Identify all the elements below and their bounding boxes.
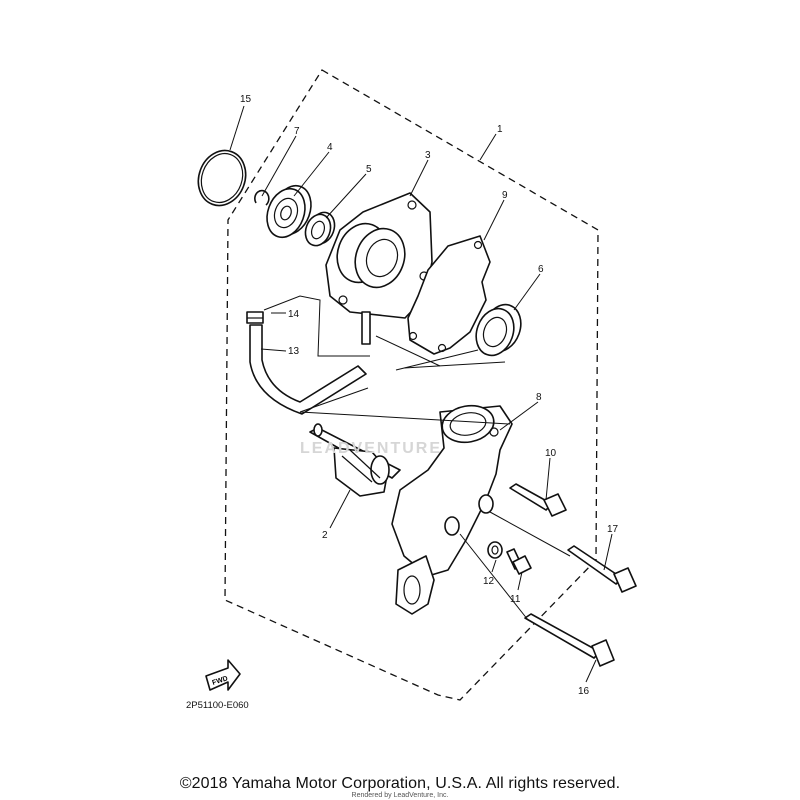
callout-13: 13 bbox=[288, 346, 300, 357]
callout-9: 9 bbox=[502, 190, 508, 201]
render-credit: Rendered by LeadVenture, Inc. bbox=[351, 792, 449, 799]
fwd-label: FWD bbox=[211, 675, 228, 687]
drawing-code: 2P51100-E060 bbox=[186, 700, 249, 711]
callout-16: 16 bbox=[578, 686, 590, 697]
part-2-impeller-shaft[interactable] bbox=[309, 423, 401, 497]
callout-2: 2 bbox=[322, 530, 328, 541]
callout-17: 17 bbox=[607, 524, 619, 535]
callout-11: 11 bbox=[510, 594, 521, 605]
callout-3: 3 bbox=[425, 150, 431, 161]
part-4-bearing[interactable] bbox=[261, 180, 318, 242]
part-9-gasket[interactable] bbox=[407, 235, 491, 355]
callout-15: 15 bbox=[240, 94, 252, 105]
part-7-circlip[interactable] bbox=[254, 189, 270, 206]
part-3-housing-cover[interactable] bbox=[325, 192, 433, 345]
part-5-oil-seal[interactable] bbox=[301, 209, 338, 249]
callout-8: 8 bbox=[536, 392, 542, 403]
part-6-seal[interactable] bbox=[470, 299, 527, 360]
part-11-bolt[interactable] bbox=[506, 548, 532, 575]
callout-10: 10 bbox=[545, 448, 557, 459]
part-16-bolt[interactable] bbox=[524, 613, 615, 667]
part-17-bolt[interactable] bbox=[567, 545, 637, 593]
part-10-bolt[interactable] bbox=[509, 483, 567, 517]
callout-5: 5 bbox=[366, 164, 372, 175]
part-15-o-ring[interactable] bbox=[191, 144, 253, 212]
copyright-notice: ©2018 Yamaha Motor Corporation, U.S.A. A… bbox=[179, 775, 621, 792]
callout-12: 12 bbox=[483, 576, 495, 587]
part-8-pump-housing[interactable] bbox=[391, 402, 513, 615]
callout-4: 4 bbox=[327, 142, 333, 153]
watermark: LEADVENTURE bbox=[300, 440, 443, 457]
part-14-clamp[interactable] bbox=[246, 311, 264, 324]
fwd-arrow-icon: FWD bbox=[205, 659, 241, 691]
callout-6: 6 bbox=[538, 264, 544, 275]
callout-1: 1 bbox=[497, 124, 503, 135]
callout-leaders bbox=[229, 105, 613, 683]
assembly-boundary bbox=[224, 69, 599, 701]
callout-7: 7 bbox=[294, 126, 300, 137]
callout-14: 14 bbox=[288, 309, 300, 320]
assembly-guide-lines bbox=[263, 295, 571, 621]
part-12-washer[interactable] bbox=[487, 541, 503, 559]
part-13-hose[interactable] bbox=[249, 324, 367, 415]
